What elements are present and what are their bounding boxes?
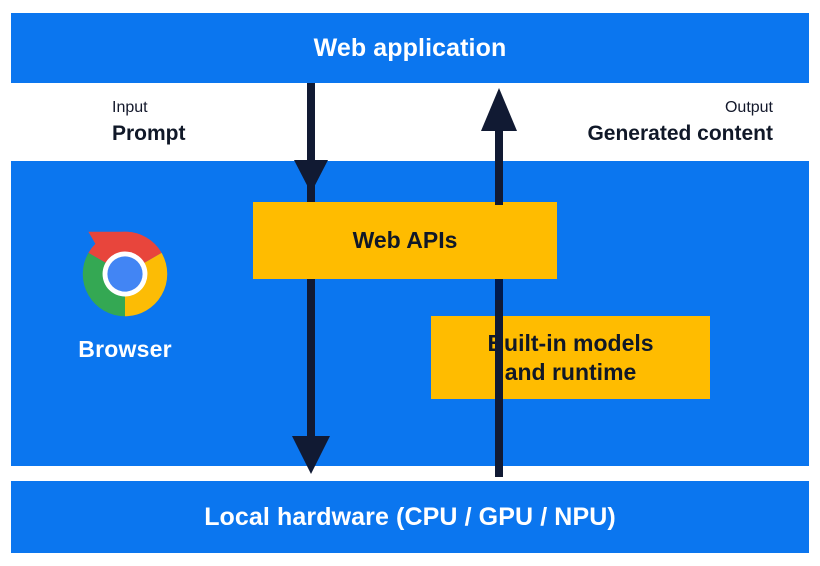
built-in-models-box[interactable]: Built-in models and runtime: [431, 316, 710, 399]
web-application-band: Web application: [11, 13, 809, 83]
built-in-models-line2: and runtime: [504, 358, 637, 385]
browser-block: Browser: [46, 230, 204, 363]
built-in-models-line1: Built-in models: [487, 329, 654, 356]
web-application-label: Web application: [313, 33, 507, 62]
web-apis-label: Web APIs: [352, 227, 458, 254]
output-kind-label: Output: [724, 99, 773, 116]
local-hardware-band: Local hardware (CPU / GPU / NPU): [11, 481, 809, 553]
input-kind-label: Input: [112, 99, 148, 116]
input-flow-label: Input Prompt: [112, 98, 186, 147]
local-hardware-label: Local hardware (CPU / GPU / NPU): [204, 502, 616, 531]
built-in-models-label: Built-in models and runtime: [479, 329, 661, 387]
browser-label: Browser: [78, 336, 172, 362]
input-value-label: Prompt: [112, 122, 186, 145]
chrome-logo-icon: [82, 231, 168, 317]
web-apis-box[interactable]: Web APIs: [253, 202, 557, 279]
output-value-label: Generated content: [587, 122, 773, 145]
output-flow-label: Output Generated content: [587, 98, 773, 147]
